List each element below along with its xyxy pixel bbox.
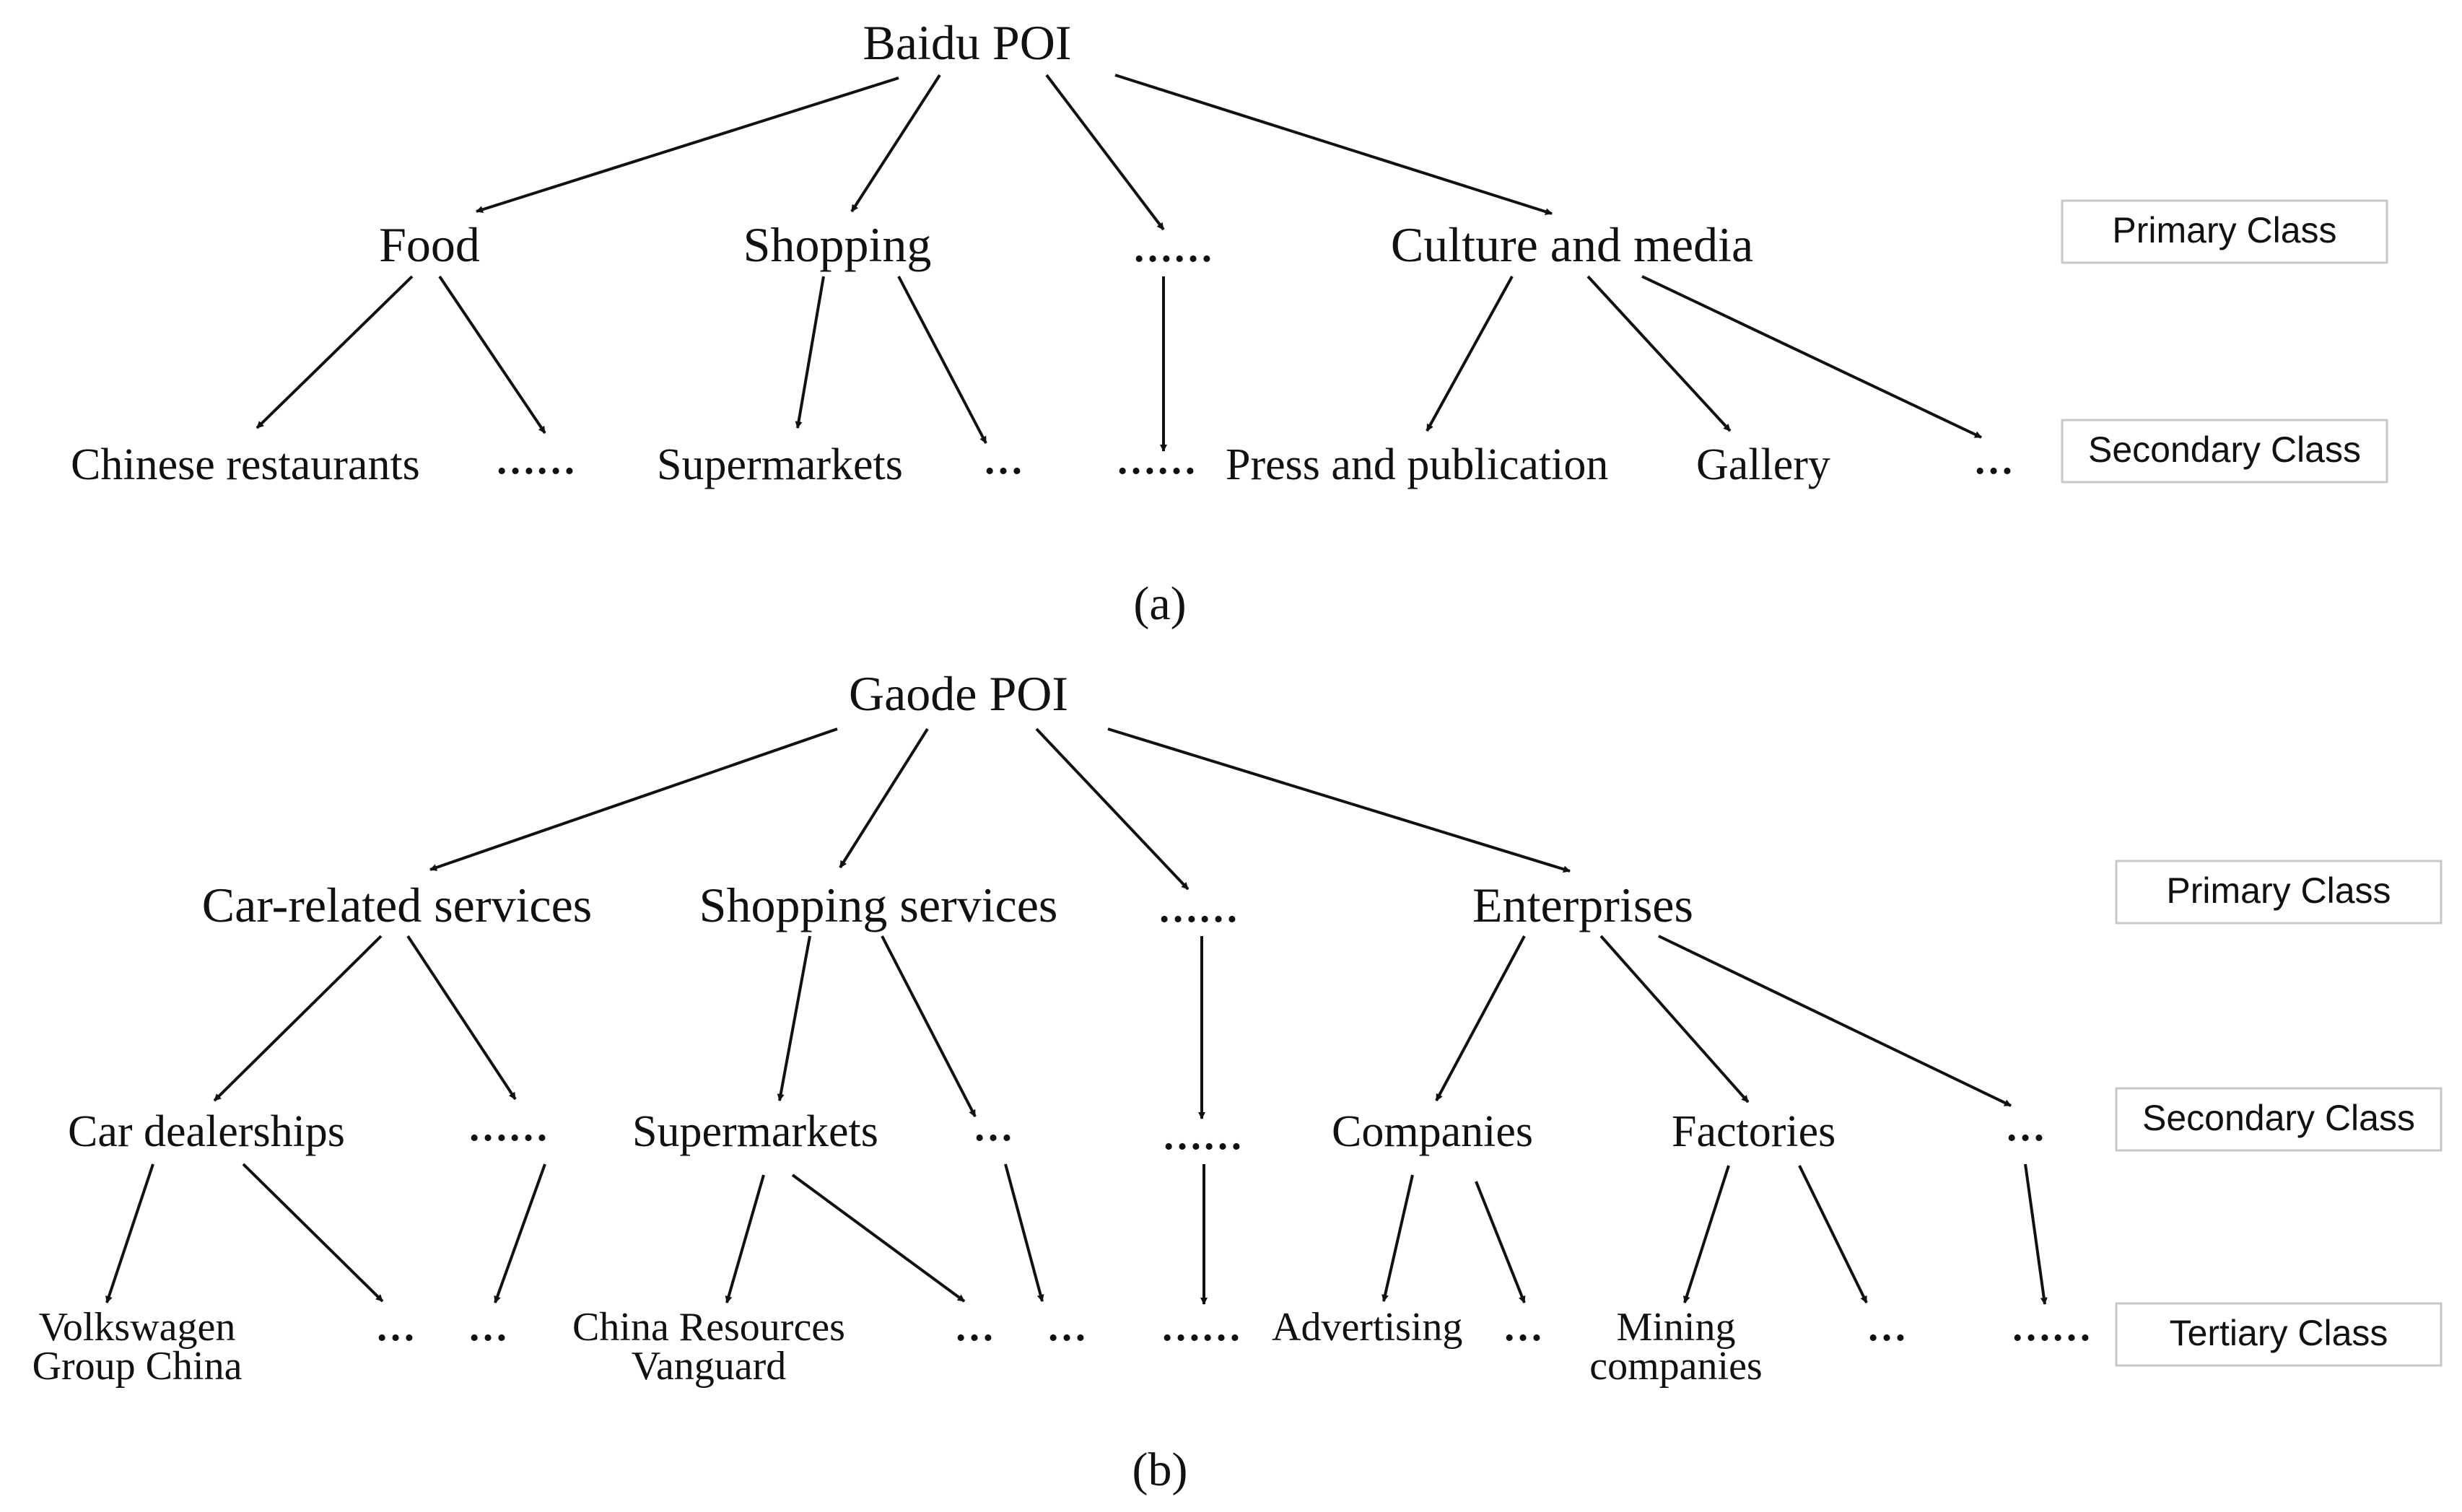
arrow	[881, 935, 977, 1117]
arrow	[2024, 1163, 2048, 1305]
arrow	[494, 1163, 546, 1303]
tertiary-node-ellipsis: …	[1047, 1305, 1087, 1350]
secondary-node-ellipsis: ……	[1162, 1114, 1243, 1158]
panel-b-connectors	[105, 727, 2048, 1305]
secondary-node-factories: Factories	[1672, 1107, 1835, 1156]
arrow	[725, 1174, 765, 1303]
panel-a: Baidu POI Food Shopping …… Culture and m…	[71, 15, 2388, 630]
secondary-node-supermarkets: Supermarkets	[657, 440, 903, 489]
arrow	[791, 1174, 966, 1303]
secondary-node-ellipsis: …	[983, 438, 1023, 483]
arrow	[1045, 74, 1165, 231]
arrow	[1035, 727, 1189, 891]
secondary-node-ellipsis: …	[1973, 438, 2014, 483]
arrow	[1798, 1165, 1868, 1303]
secondary-node-ellipsis: …	[973, 1105, 1013, 1150]
primary-node-food: Food	[379, 217, 480, 272]
tertiary-node-ellipsis: ……	[1161, 1305, 1241, 1350]
primary-node-car-related-services: Car-related services	[202, 878, 592, 932]
arrow	[1426, 276, 1514, 432]
level-label-tertiary: Tertiary Class	[2115, 1302, 2443, 1367]
arrow	[1107, 727, 1571, 873]
tertiary-node-ellipsis: …	[468, 1305, 508, 1350]
tertiary-node-ellipsis: …	[954, 1305, 995, 1350]
tertiary-node-advertising: Advertising	[1272, 1305, 1462, 1350]
arrow	[850, 74, 941, 213]
level-label-primary: Primary Class	[2115, 860, 2443, 925]
arrow	[1599, 935, 1750, 1104]
secondary-node-chinese-restaurants: Chinese restaurants	[71, 440, 420, 489]
primary-node-culture-and-media: Culture and media	[1391, 217, 1753, 272]
level-label-primary: Primary Class	[2061, 199, 2388, 264]
arrow	[1475, 1181, 1526, 1303]
primary-node-ellipsis: ……	[1132, 226, 1213, 271]
level-label-primary-text: Primary Class	[2166, 870, 2391, 911]
secondary-node-car-dealerships: Car dealerships	[68, 1107, 345, 1156]
arrow	[438, 275, 546, 434]
arrow	[1586, 275, 1732, 432]
arrow	[242, 1163, 384, 1303]
level-label-secondary: Secondary Class	[2061, 419, 2388, 484]
tertiary-node-china-resources-vanguard-line2: Vanguard	[632, 1344, 787, 1389]
arrow	[406, 935, 517, 1101]
secondary-node-supermarkets: Supermarkets	[632, 1107, 878, 1156]
panel-a-connectors	[256, 74, 1982, 452]
tertiary-node-china-resources-vanguard-line1: China Resources	[572, 1305, 845, 1350]
tertiary-node-volkswagen-group-china-line1: Volkswagen	[39, 1305, 236, 1350]
arrow	[839, 727, 929, 869]
secondary-node-ellipsis: ……	[1116, 438, 1197, 483]
primary-node-shopping: Shopping	[743, 217, 932, 272]
arrow	[1381, 1174, 1414, 1302]
secondary-node-gallery: Gallery	[1696, 440, 1830, 489]
level-label-primary-text: Primary Class	[2112, 210, 2336, 250]
tertiary-node-mining-companies-line1: Mining	[1617, 1305, 1736, 1350]
tertiary-node-mining-companies-line2: companies	[1589, 1344, 1762, 1389]
arrow	[213, 935, 383, 1102]
arrow	[1435, 935, 1526, 1101]
tertiary-node-volkswagen-group-china-line2: Group China	[32, 1344, 243, 1389]
caption-a: (a)	[1133, 577, 1186, 630]
arrow	[256, 275, 414, 429]
arrow	[1004, 1163, 1044, 1302]
arrow	[897, 276, 987, 444]
level-label-secondary: Secondary Class	[2115, 1087, 2443, 1152]
level-label-secondary-text: Secondary Class	[2088, 429, 2361, 470]
tertiary-node-ellipsis: …	[375, 1305, 416, 1350]
secondary-node-ellipsis: …	[2005, 1105, 2046, 1150]
level-label-tertiary-text: Tertiary Class	[2170, 1313, 2388, 1353]
secondary-node-press-and-publication: Press and publication	[1226, 440, 1608, 489]
arrow	[1658, 935, 2012, 1107]
secondary-node-companies: Companies	[1332, 1107, 1533, 1156]
secondary-node-ellipsis: ……	[495, 438, 576, 483]
level-label-secondary-text: Secondary Class	[2142, 1098, 2415, 1138]
arrow	[1641, 275, 1982, 439]
secondary-node-ellipsis: ……	[468, 1105, 549, 1150]
tertiary-node-ellipsis: …	[1867, 1305, 1907, 1350]
arrow	[795, 276, 825, 429]
arrow	[105, 1163, 154, 1303]
primary-node-ellipsis: ……	[1158, 886, 1239, 931]
arrow	[476, 77, 899, 214]
arrow	[1682, 1165, 1730, 1303]
tertiary-node-ellipsis: ……	[2011, 1305, 2092, 1350]
arrow	[429, 727, 838, 871]
primary-node-shopping-services: Shopping services	[699, 878, 1058, 932]
tertiary-node-ellipsis: …	[1503, 1305, 1543, 1350]
caption-b: (b)	[1132, 1443, 1188, 1496]
primary-node-enterprises: Enterprises	[1472, 878, 1693, 932]
panel-b: Gaode POI Car-related services Shopping …	[32, 666, 2443, 1496]
baidu-root-node: Baidu POI	[863, 15, 1072, 70]
gaode-root-node: Gaode POI	[849, 666, 1068, 721]
arrow	[1114, 74, 1553, 216]
arrow	[777, 935, 811, 1101]
